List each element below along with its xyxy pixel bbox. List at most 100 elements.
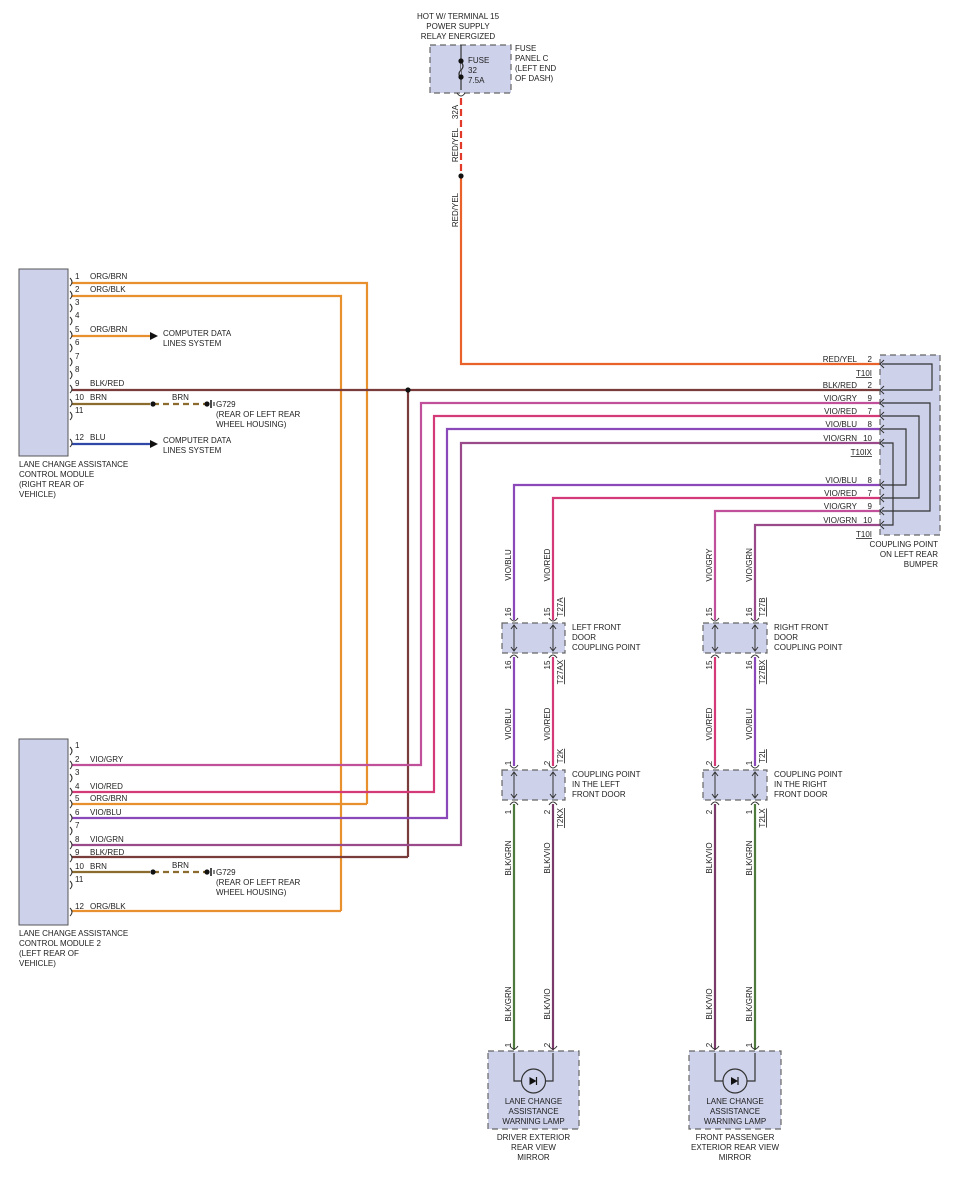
module-1-caption: VEHICLE) [19,490,56,499]
module-1-caption: LANE CHANGE ASSISTANCE [19,460,128,469]
wire-vio-red-left-door [551,496,880,620]
connector-id: T27A [556,597,565,617]
pin-number: 10 [863,516,872,525]
pin-terminal-icon [69,760,73,770]
pin-terminal-icon [69,746,73,756]
pin-number: 9 [868,394,873,403]
pin-number: 2 [705,760,714,765]
pin-number: 2 [543,809,552,814]
right-warning-lamp-label: ASSISTANCE [710,1107,760,1116]
terminal-icon [710,764,720,769]
terminal-icon [548,764,558,769]
pin-number: 1 [504,1042,513,1047]
pin-number: 6 [75,808,80,817]
left-door-coupling-caption: LEFT FRONT [572,623,621,632]
terminal-icon [509,617,519,622]
pin-number: 1 [504,809,513,814]
module-2-caption: LANE CHANGE ASSISTANCE [19,929,128,938]
pin-number: 1 [745,1042,754,1047]
left-front-door-coupling-box [501,769,566,801]
pin-number: 10 [75,862,84,871]
module-2-caption: VEHICLE) [19,959,56,968]
pin-number: 2 [543,1042,552,1047]
left-front-door-coupling-caption: IN THE LEFT [572,780,620,789]
right-front-door-coupling-box [702,769,768,801]
module-1-caption: (RIGHT REAR OF [19,480,84,489]
left-mirror-location-label: DRIVER EXTERIOR [497,1133,571,1142]
wire-vio-grn-right-door [753,523,880,620]
pin-terminal-icon [69,290,73,300]
arrow-icon [751,771,759,777]
wire-label: RED/YEL [823,355,858,364]
pin-terminal-icon [69,853,73,863]
wire-label: ORG/BRN [90,272,128,281]
wire-label: VIO/GRY [705,548,714,582]
wire-label: VIO/RED [543,707,552,740]
fuse-header-label: POWER SUPPLY [426,22,490,31]
pin-number: 15 [705,660,714,669]
wire-label: VIO/GRN [823,434,857,443]
pin-terminal-icon [69,330,73,340]
pin-terminal-icon [69,813,73,823]
fuse-location-label: (LEFT END [515,64,556,73]
terminal-icon [710,617,720,622]
pin-number: 8 [75,835,80,844]
pin-terminal-icon [69,398,73,408]
diode-icon [529,1077,537,1085]
splice-dot [458,173,464,179]
terminal-icon [879,424,885,434]
wire-vio-blu [72,427,880,820]
wire-label: BLU [90,433,106,442]
fuse-location-label: OF DASH) [515,74,554,83]
left-front-door-coupling-caption: COUPLING POINT [572,770,641,779]
ground-label: G729 [216,400,236,409]
wire-vio-grn [72,441,880,847]
wire-label: VIO/GRY [90,755,124,764]
pin-terminal-icon [69,840,73,850]
terminal-icon [710,654,720,659]
pin-number: 2 [75,755,80,764]
pin-terminal-icon [69,826,73,836]
pin-number: 16 [745,660,754,669]
pin-number: 15 [543,660,552,669]
connector-id: T10I [856,530,872,539]
fuse-terminal-label: 32A [451,104,460,119]
pin-terminal-icon [69,316,73,326]
wire-label: VIO/BLU [825,420,857,429]
connector-id: T10IX [851,448,873,457]
computer-data-lines-label: COMPUTER DATA [163,436,232,445]
connector-id: T2KX [556,807,565,828]
wire-label: VIO/BLU [504,549,513,581]
terminal-icon [509,764,519,769]
right-mirror-location-label: MIRROR [719,1153,752,1162]
fuse-inner-label: 32 [468,66,477,75]
ground-label: (REAR OF LEFT REAR [216,410,301,419]
terminal-icon [548,654,558,659]
wire-label: VIO/GRN [745,548,754,582]
pin-number: 5 [75,325,80,334]
terminal-icon [509,801,519,806]
components-layer [18,44,941,1130]
left-warning-lamp-label: WARNING LAMP [502,1117,564,1126]
pin-terminal-icon [69,357,73,367]
left-front-door-coupling-caption: FRONT DOOR [572,790,626,799]
arrow-icon [150,332,158,340]
fuse-terminal-icon [456,92,466,97]
terminal-icon [750,801,760,806]
internal-jumper [882,363,933,391]
terminal-icon [509,1045,519,1050]
pin-number: 4 [75,311,80,320]
wire-label: BLK/VIO [705,842,714,873]
pin-terminal-icon [69,384,73,394]
pin-number: 10 [863,434,872,443]
left-warning-lamp-label: LANE CHANGE [505,1097,562,1106]
pin-terminal-icon [69,343,73,353]
wire-red-yel [459,176,880,366]
pin-number: 11 [75,875,84,884]
rear-bumper-coupling-box [879,354,941,536]
right-front-door-coupling-caption: COUPLING POINT [774,770,843,779]
terminal-icon [879,520,885,530]
pin-number: 8 [75,365,80,374]
